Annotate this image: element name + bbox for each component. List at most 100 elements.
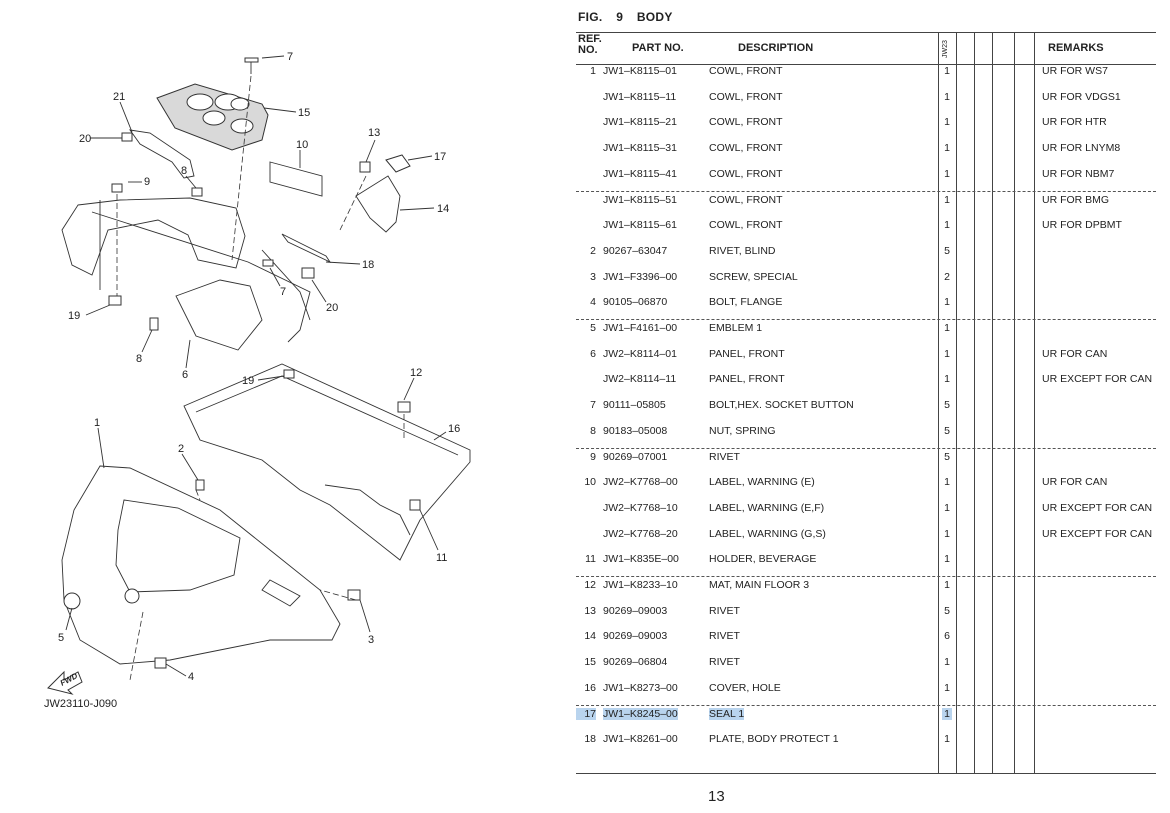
description-cell: MAT, MAIN FLOOR 3 (709, 579, 810, 591)
description-cell: COWL, FRONT (709, 142, 783, 155)
part-no-cell: JW2–K7768–10 (603, 501, 678, 514)
description-cell: PLATE, BODY PROTECT 1 (709, 733, 839, 746)
remarks-cell: UR EXCEPT FOR CAN (1042, 501, 1153, 514)
description-cell: RIVET, BLIND (709, 244, 776, 257)
ref-cell: 9 (590, 450, 596, 463)
col-rule (956, 32, 957, 774)
description-cell: COWL, FRONT (709, 90, 783, 103)
qty-cell: 1 (944, 373, 950, 386)
header-ref: REF. NO. (578, 33, 602, 56)
diagram-code: JW23110-J090 (44, 698, 117, 710)
qty-cell: 1 (944, 65, 950, 77)
ref-cell: 2 (590, 244, 596, 257)
part-no-cell: 90111–05805 (603, 399, 666, 412)
group-separator (576, 319, 1156, 320)
qty-cell: 1 (944, 296, 950, 309)
qty-cell: 1 (944, 527, 950, 540)
remarks-cell: UR FOR VDGS1 (1042, 90, 1121, 103)
callout-15: 13 (368, 127, 380, 139)
ref-cell: 18 (584, 733, 596, 746)
part-no-cell: JW1–F3396–00 (603, 270, 678, 283)
fwd-arrow-icon: FWD (47, 670, 83, 695)
callout-3: 3 (368, 634, 374, 646)
figure-heading: FIG. 9 BODY (578, 10, 683, 24)
part-no-cell: 90269–09003 (603, 630, 668, 643)
callout-9: 9 (144, 176, 150, 188)
ref-cell: 11 (585, 553, 596, 566)
ref-cell: 4 (590, 296, 596, 309)
header-top-rule (576, 32, 1156, 33)
callout-17: 17 (434, 151, 446, 163)
ref-cell: 15 (584, 656, 596, 669)
qty-cell: 1 (944, 142, 950, 155)
part-no-cell: 90183–05008 (603, 424, 668, 437)
col-rule (938, 32, 939, 774)
qty-cell: 1 (944, 733, 950, 746)
description-cell: COWL, FRONT (709, 193, 783, 206)
callout-7b: 7 (280, 286, 286, 298)
description-cell: COWL, FRONT (709, 65, 783, 77)
callout-20a: 20 (79, 133, 91, 145)
parts-table: REF. NO. PART NO. DESCRIPTION JW23 REMAR… (576, 32, 1156, 774)
ref-cell: 5 (590, 322, 596, 334)
description-cell: HOLDER, BEVERAGE (709, 553, 817, 566)
part-no-cell: 90267–63047 (603, 244, 668, 257)
ref-cell: 3 (590, 270, 596, 283)
description-cell: BOLT, FLANGE (709, 296, 783, 309)
qty-cell: 5 (944, 399, 950, 412)
description-cell: EMBLEM 1 (709, 322, 763, 334)
remarks-cell: UR EXCEPT FOR CAN (1042, 527, 1153, 540)
qty-cell: 1 (944, 553, 950, 566)
qty-cell: 5 (944, 604, 950, 617)
qty-cell: 5 (944, 424, 950, 437)
description-cell: PANEL, FRONT (709, 373, 785, 386)
part-no-cell: JW2–K7768–20 (603, 527, 678, 540)
part-no-cell: 90269–07001 (603, 450, 668, 463)
exploded-parts-diagram: FWD 7 15 21 20 9 8 10 13 17 14 18 20 7 1… (44, 51, 471, 710)
part-no-cell: JW1–K8115–01 (603, 65, 677, 77)
header-part-no: PART NO. (632, 42, 684, 54)
qty-cell: 2 (944, 270, 950, 283)
ref-cell: 12 (584, 579, 596, 591)
ref-cell: 7 (590, 399, 596, 412)
part-no-cell: JW2–K8114–01 (603, 347, 677, 360)
front-cowl-part (61, 465, 341, 665)
remarks-cell: UR FOR DPBMT (1042, 219, 1122, 232)
col-rule (1014, 32, 1015, 774)
callout-8a: 8 (181, 165, 187, 177)
callout-20b: 20 (326, 302, 338, 314)
description-cell: COWL, FRONT (709, 167, 783, 180)
part-no-cell: JW2–K7768–00 (603, 476, 678, 489)
remarks-cell: UR FOR WS7 (1042, 65, 1108, 77)
page-number: 13 (708, 788, 725, 805)
part-no-cell: JW1–K8115–51 (603, 193, 677, 206)
callout-8b: 8 (136, 353, 142, 365)
